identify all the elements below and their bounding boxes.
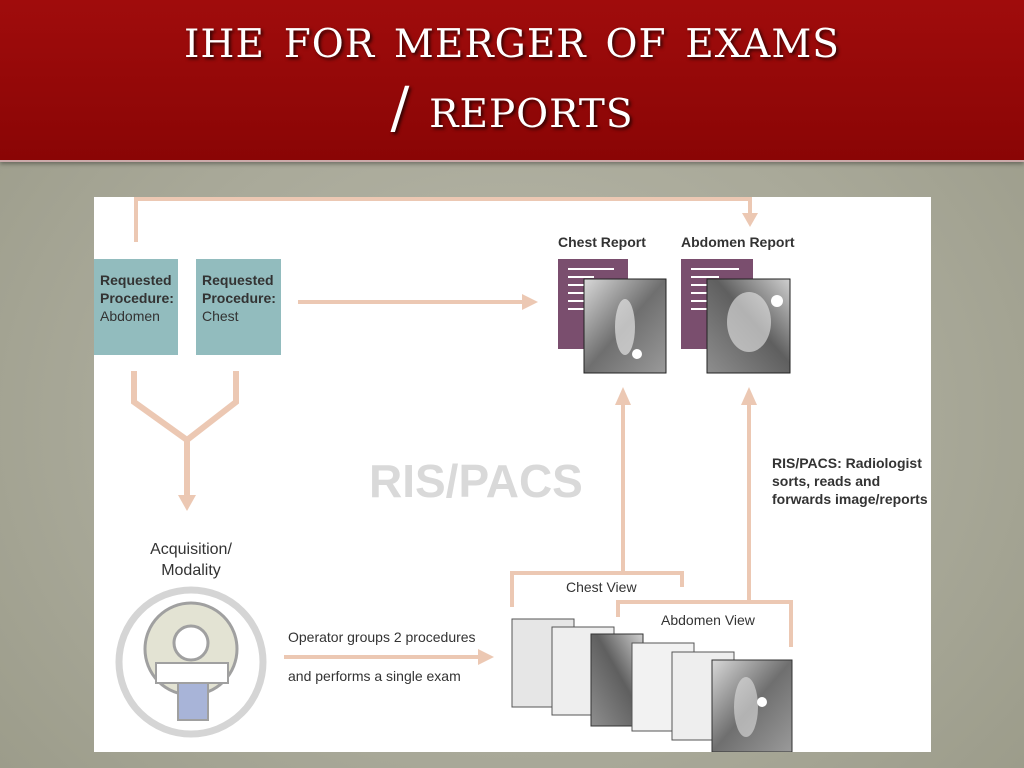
merge-arrowhead — [178, 495, 196, 511]
procedure-chest-heading-2: Procedure: — [202, 290, 276, 306]
procedure-abdomen-heading-1: Requested — [100, 272, 172, 288]
abdomen-view-label: Abdomen View — [661, 612, 756, 628]
operator-text-1: Operator groups 2 procedures — [288, 629, 476, 645]
abdomen-view-bracket — [616, 600, 793, 647]
acquisition-label-2: Modality — [161, 562, 221, 579]
radiologist-text-1: RIS/PACS: Radiologist — [772, 455, 922, 471]
procedure-abdomen-value: Abdomen — [100, 308, 160, 324]
procedure-chest-value: Chest — [202, 308, 239, 324]
ris-pacs-center-label: RIS/PACS — [369, 455, 583, 507]
chest-report-label: Chest Report — [558, 234, 646, 250]
procedure-box-chest — [196, 259, 281, 355]
procedure-box-abdomen — [94, 259, 178, 355]
operator-text-2: and performs a single exam — [288, 668, 461, 684]
scanner-icon — [115, 586, 267, 738]
acquisition-label-1: Acquisition/ — [150, 541, 232, 558]
procedure-abdomen-heading-2: Procedure: — [100, 290, 174, 306]
slide-title: IHE for merger of exams / reports — [0, 4, 1024, 144]
chest-view-bracket — [510, 571, 684, 607]
chest-report-document — [558, 259, 667, 374]
abdomen-report-label: Abdomen Report — [681, 234, 795, 250]
slide-title-line-1: IHE for merger of exams — [184, 6, 840, 71]
merge-arrow — [131, 371, 239, 500]
title-banner: IHE for merger of exams / reports — [0, 0, 1024, 162]
workflow-diagram: Requested Procedure: Abdomen Requested P… — [94, 197, 928, 752]
feedback-loop-arrowhead — [742, 213, 758, 227]
abdomen-view-up-arrowhead — [741, 387, 757, 405]
procedure-chest-heading-1: Requested — [202, 272, 274, 288]
chest-view-up-arrowhead — [615, 387, 631, 405]
procedure-to-report-arrowhead — [522, 294, 538, 310]
image-stack — [511, 618, 793, 752]
radiologist-text-2: sorts, reads and — [772, 473, 880, 489]
slide-title-line-2: / reports — [390, 76, 634, 141]
abdomen-report-document — [681, 259, 791, 374]
chest-view-label: Chest View — [566, 579, 637, 595]
radiologist-text-3: forwards image/reports — [772, 491, 928, 507]
feedback-loop-arrow — [134, 197, 752, 242]
diagram-panel: Requested Procedure: Abdomen Requested P… — [94, 197, 931, 752]
operator-arrowhead — [478, 649, 494, 665]
